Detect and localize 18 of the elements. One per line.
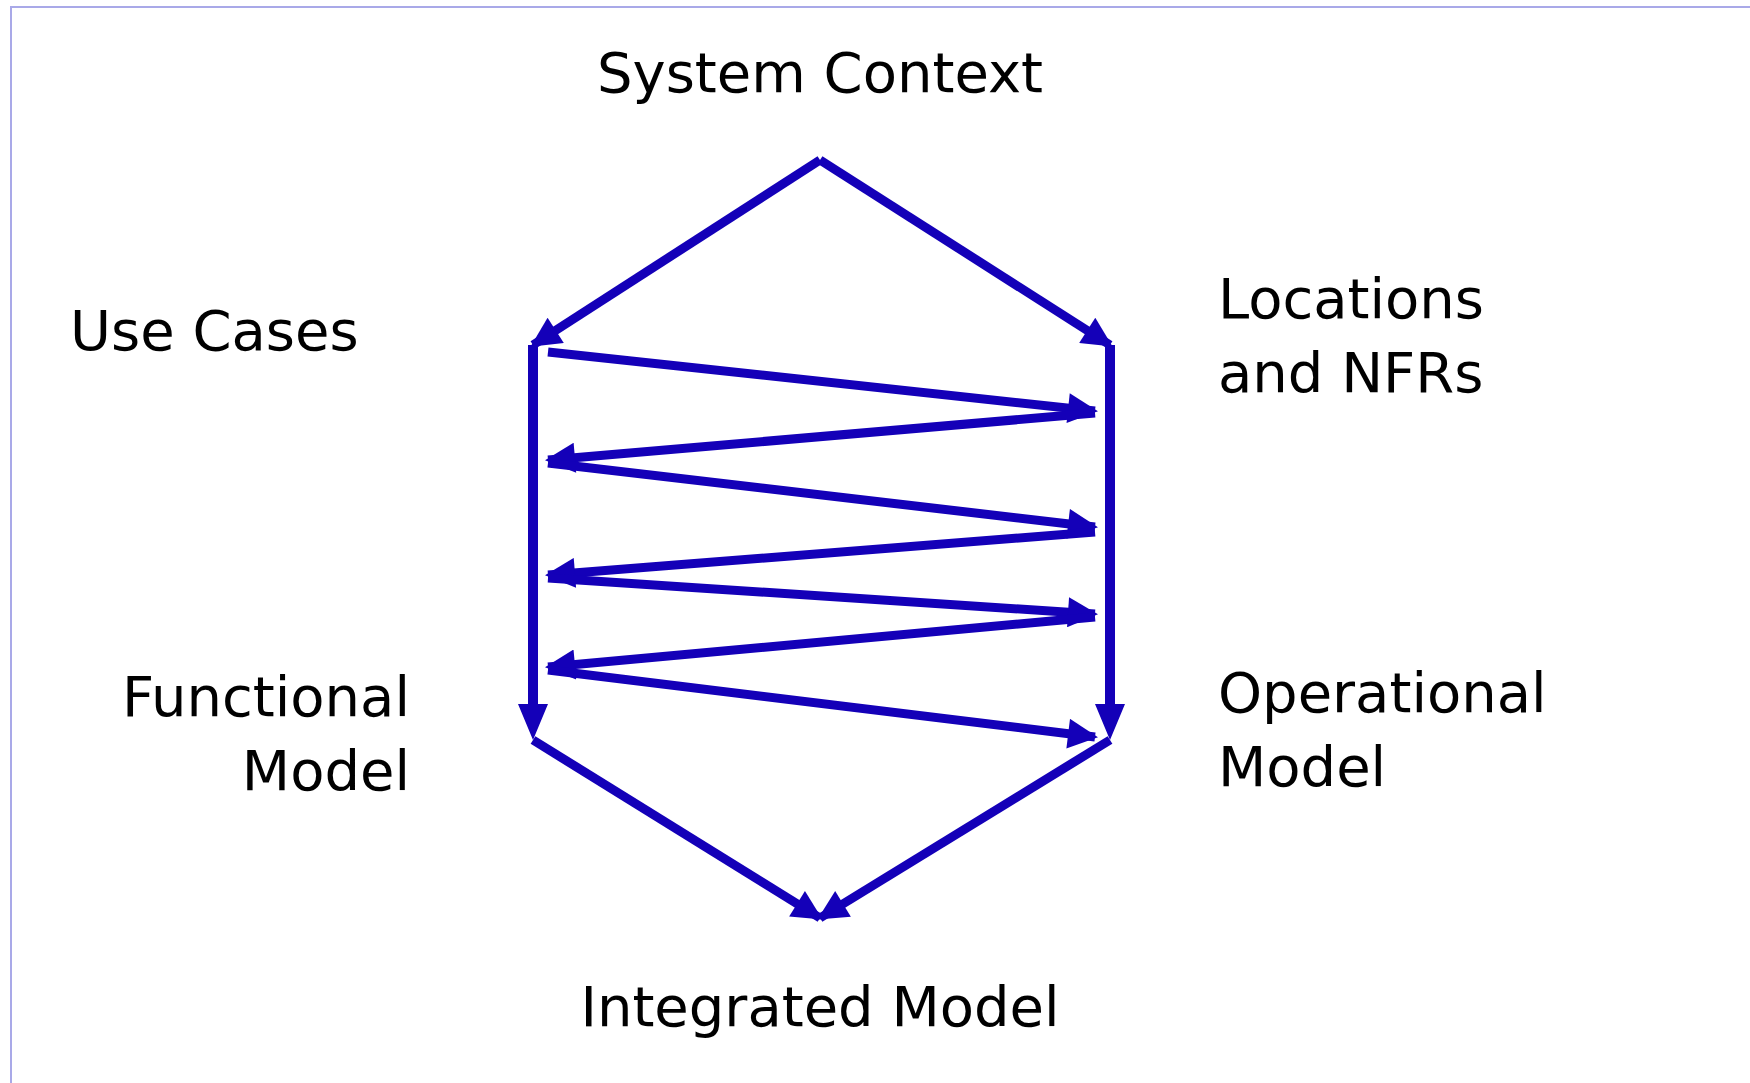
vertical-arrow [1095, 345, 1125, 740]
arrow [547, 665, 1098, 749]
arrow [545, 408, 1096, 473]
stage-label: Locations and NFRs [1218, 265, 1486, 407]
vertical-arrow [518, 345, 548, 740]
stage-label: Functional Model [120, 663, 410, 805]
arrow [530, 156, 823, 349]
arrow [545, 612, 1096, 680]
stage-label: Integrated Model [470, 918, 1170, 1044]
arrow [530, 736, 823, 922]
arrow [545, 527, 1096, 588]
arrow [547, 573, 1098, 628]
stage-label: Operational Model [1218, 659, 1548, 801]
stage-label: System Context [520, 36, 1120, 160]
arrow [817, 736, 1113, 922]
stage-label: Use Cases [70, 297, 360, 365]
arrow [547, 347, 1098, 423]
arrow [817, 156, 1113, 349]
